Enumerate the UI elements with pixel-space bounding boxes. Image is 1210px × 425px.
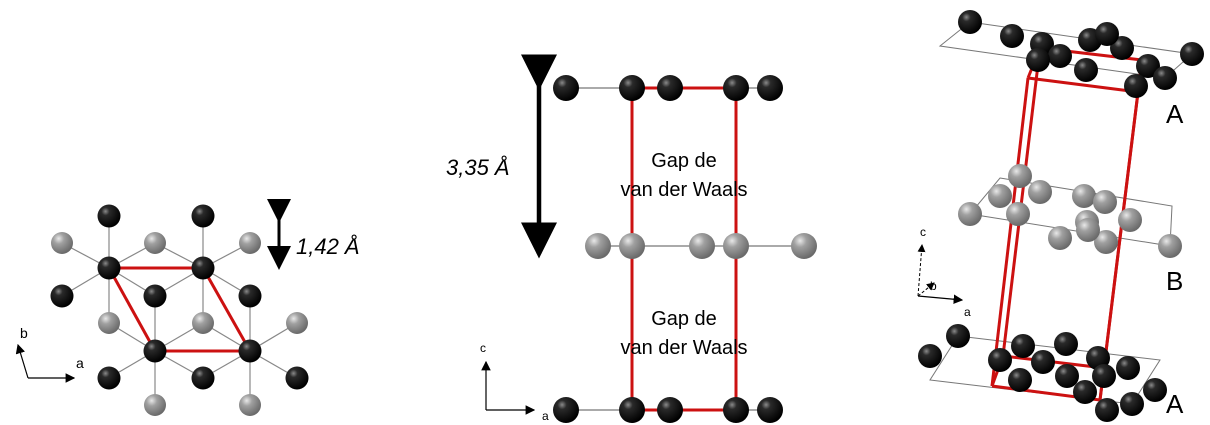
atom-b xyxy=(144,394,166,416)
atom-a xyxy=(1116,356,1140,380)
axis-c-label: c xyxy=(480,341,486,355)
unit-cell-edge xyxy=(990,77,1030,387)
atom-b xyxy=(1028,180,1052,204)
atom-b xyxy=(1094,230,1118,254)
gap-lower-line1: Gap de xyxy=(651,308,717,330)
layer-label-middle-b: B xyxy=(1166,266,1183,296)
atom-a xyxy=(1143,378,1167,402)
atom-a xyxy=(1048,44,1072,68)
atom-a xyxy=(988,348,1012,372)
atom-b xyxy=(239,394,261,416)
atom-a xyxy=(97,204,121,228)
atom-b xyxy=(1118,208,1142,232)
atom-b xyxy=(1076,218,1100,242)
atom-layers xyxy=(918,10,1204,422)
panel-side-view: 3,35 Å Gap de van der Waals Gap de van d… xyxy=(446,54,817,423)
atoms-layer-bottom xyxy=(553,397,783,423)
atom-b xyxy=(1006,202,1030,226)
atom-a xyxy=(1031,350,1055,374)
gap-upper-line1: Gap de xyxy=(651,150,717,172)
atom-b xyxy=(192,312,214,334)
atom-a xyxy=(946,324,970,348)
axes-indicator: c a xyxy=(480,341,549,423)
gap-lower-line2: van der Waals xyxy=(620,337,747,359)
atom-b xyxy=(144,232,166,254)
unit-cell-edge xyxy=(1027,76,1139,94)
atom-b xyxy=(286,312,308,334)
axes-indicator: c b a xyxy=(917,225,971,319)
axis-b-label: b xyxy=(20,325,28,341)
atom-a xyxy=(191,366,215,390)
axis-a-label: a xyxy=(964,305,971,319)
interlayer-distance-label: 3,35 Å xyxy=(446,155,510,180)
unit-cell-outline xyxy=(107,266,252,353)
atom-b xyxy=(958,202,982,226)
atom-a xyxy=(1120,392,1144,416)
atom-a xyxy=(238,284,262,308)
atom-b xyxy=(239,232,261,254)
atom-b xyxy=(988,184,1012,208)
atom-a xyxy=(1000,24,1024,48)
atom-a xyxy=(285,366,309,390)
bond-network xyxy=(61,216,298,405)
atom-a xyxy=(1092,364,1116,388)
atoms-layer-top xyxy=(553,75,783,101)
atom-a xyxy=(1110,36,1134,60)
atom-a xyxy=(50,284,74,308)
bond-length-label: 1,42 Å xyxy=(296,234,360,259)
atom-b xyxy=(98,312,120,334)
gap-upper-line2: van der Waals xyxy=(620,179,747,201)
atoms-layer-middle xyxy=(585,233,817,259)
atom-a xyxy=(238,339,262,363)
atom-b xyxy=(1048,226,1072,250)
atom-a xyxy=(1008,368,1032,392)
atom-b xyxy=(51,232,73,254)
atom-a xyxy=(958,10,982,34)
atom-b xyxy=(1158,234,1182,258)
atom-a xyxy=(191,204,215,228)
atom-a xyxy=(1136,54,1160,78)
atom-a xyxy=(1095,22,1119,46)
unit-cell-outline xyxy=(630,86,738,412)
axis-b-label: b xyxy=(930,279,937,293)
atom-a xyxy=(97,366,121,390)
atom-a xyxy=(918,344,942,368)
atom-a xyxy=(1124,74,1148,98)
atom-a xyxy=(1054,332,1078,356)
atom-a xyxy=(1095,398,1119,422)
unit-cell-edge xyxy=(1098,91,1140,401)
atom-a xyxy=(1153,66,1177,90)
atom-a xyxy=(143,339,167,363)
axis-c-label: c xyxy=(920,225,926,239)
unit-cell-edge xyxy=(1001,47,1042,357)
atom-a xyxy=(1055,364,1079,388)
layer-label-bottom-a: A xyxy=(1166,389,1184,419)
axes-indicator: b a xyxy=(15,325,84,383)
unit-cell-edge xyxy=(107,267,157,352)
atom-a xyxy=(191,256,215,280)
atom-b xyxy=(1008,164,1032,188)
atom-b xyxy=(1072,184,1096,208)
atom-a xyxy=(1026,48,1050,72)
atom-a xyxy=(1011,334,1035,358)
atom-layer xyxy=(50,204,309,416)
axis-a-label: a xyxy=(542,409,549,423)
atom-a xyxy=(1073,380,1097,404)
atom-a xyxy=(1180,42,1204,66)
panel-top-view: 1,42 Å b a xyxy=(15,199,360,416)
atom-a xyxy=(143,284,167,308)
unit-cell-edge xyxy=(201,267,252,352)
layer-label-top-a: A xyxy=(1166,99,1184,129)
axis-a-label: a xyxy=(76,355,84,371)
panel-3d-view: A B A c b a xyxy=(917,10,1204,422)
atom-a xyxy=(97,256,121,280)
atom-a xyxy=(1074,58,1098,82)
atom-b xyxy=(1093,190,1117,214)
